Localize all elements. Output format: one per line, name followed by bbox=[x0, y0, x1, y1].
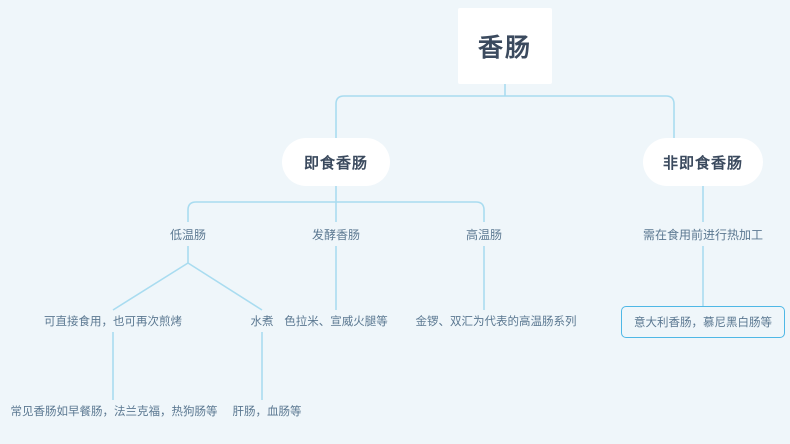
node-organ-sausages[interactable]: 肝肠，血肠等 bbox=[232, 406, 302, 418]
node-root[interactable]: 香肠 bbox=[458, 8, 552, 84]
node-fermented-examples[interactable]: 色拉米、宣威火腿等 bbox=[284, 316, 388, 328]
node-direct-eat[interactable]: 可直接食用，也可再次煎烤 bbox=[44, 316, 182, 328]
node-common-sausages[interactable]: 常见香肠如早餐肠，法兰克福，热狗肠等 bbox=[10, 406, 218, 418]
node-low-temp[interactable]: 低温肠 bbox=[169, 227, 206, 242]
node-high-temp[interactable]: 高温肠 bbox=[465, 227, 502, 242]
node-needs-heating[interactable]: 需在食用前进行热加工 bbox=[642, 227, 763, 242]
node-not-ready-examples[interactable]: 意大利香肠，慕尼黑白肠等 bbox=[621, 306, 785, 338]
node-fermented[interactable]: 发酵香肠 bbox=[311, 227, 360, 242]
node-boiled[interactable]: 水煮 bbox=[250, 316, 274, 328]
node-not-ready-to-eat[interactable]: 非即食香肠 bbox=[643, 138, 763, 186]
node-high-temp-examples[interactable]: 金锣、双汇为代表的高温肠系列 bbox=[415, 316, 577, 328]
node-ready-to-eat[interactable]: 即食香肠 bbox=[282, 138, 390, 186]
